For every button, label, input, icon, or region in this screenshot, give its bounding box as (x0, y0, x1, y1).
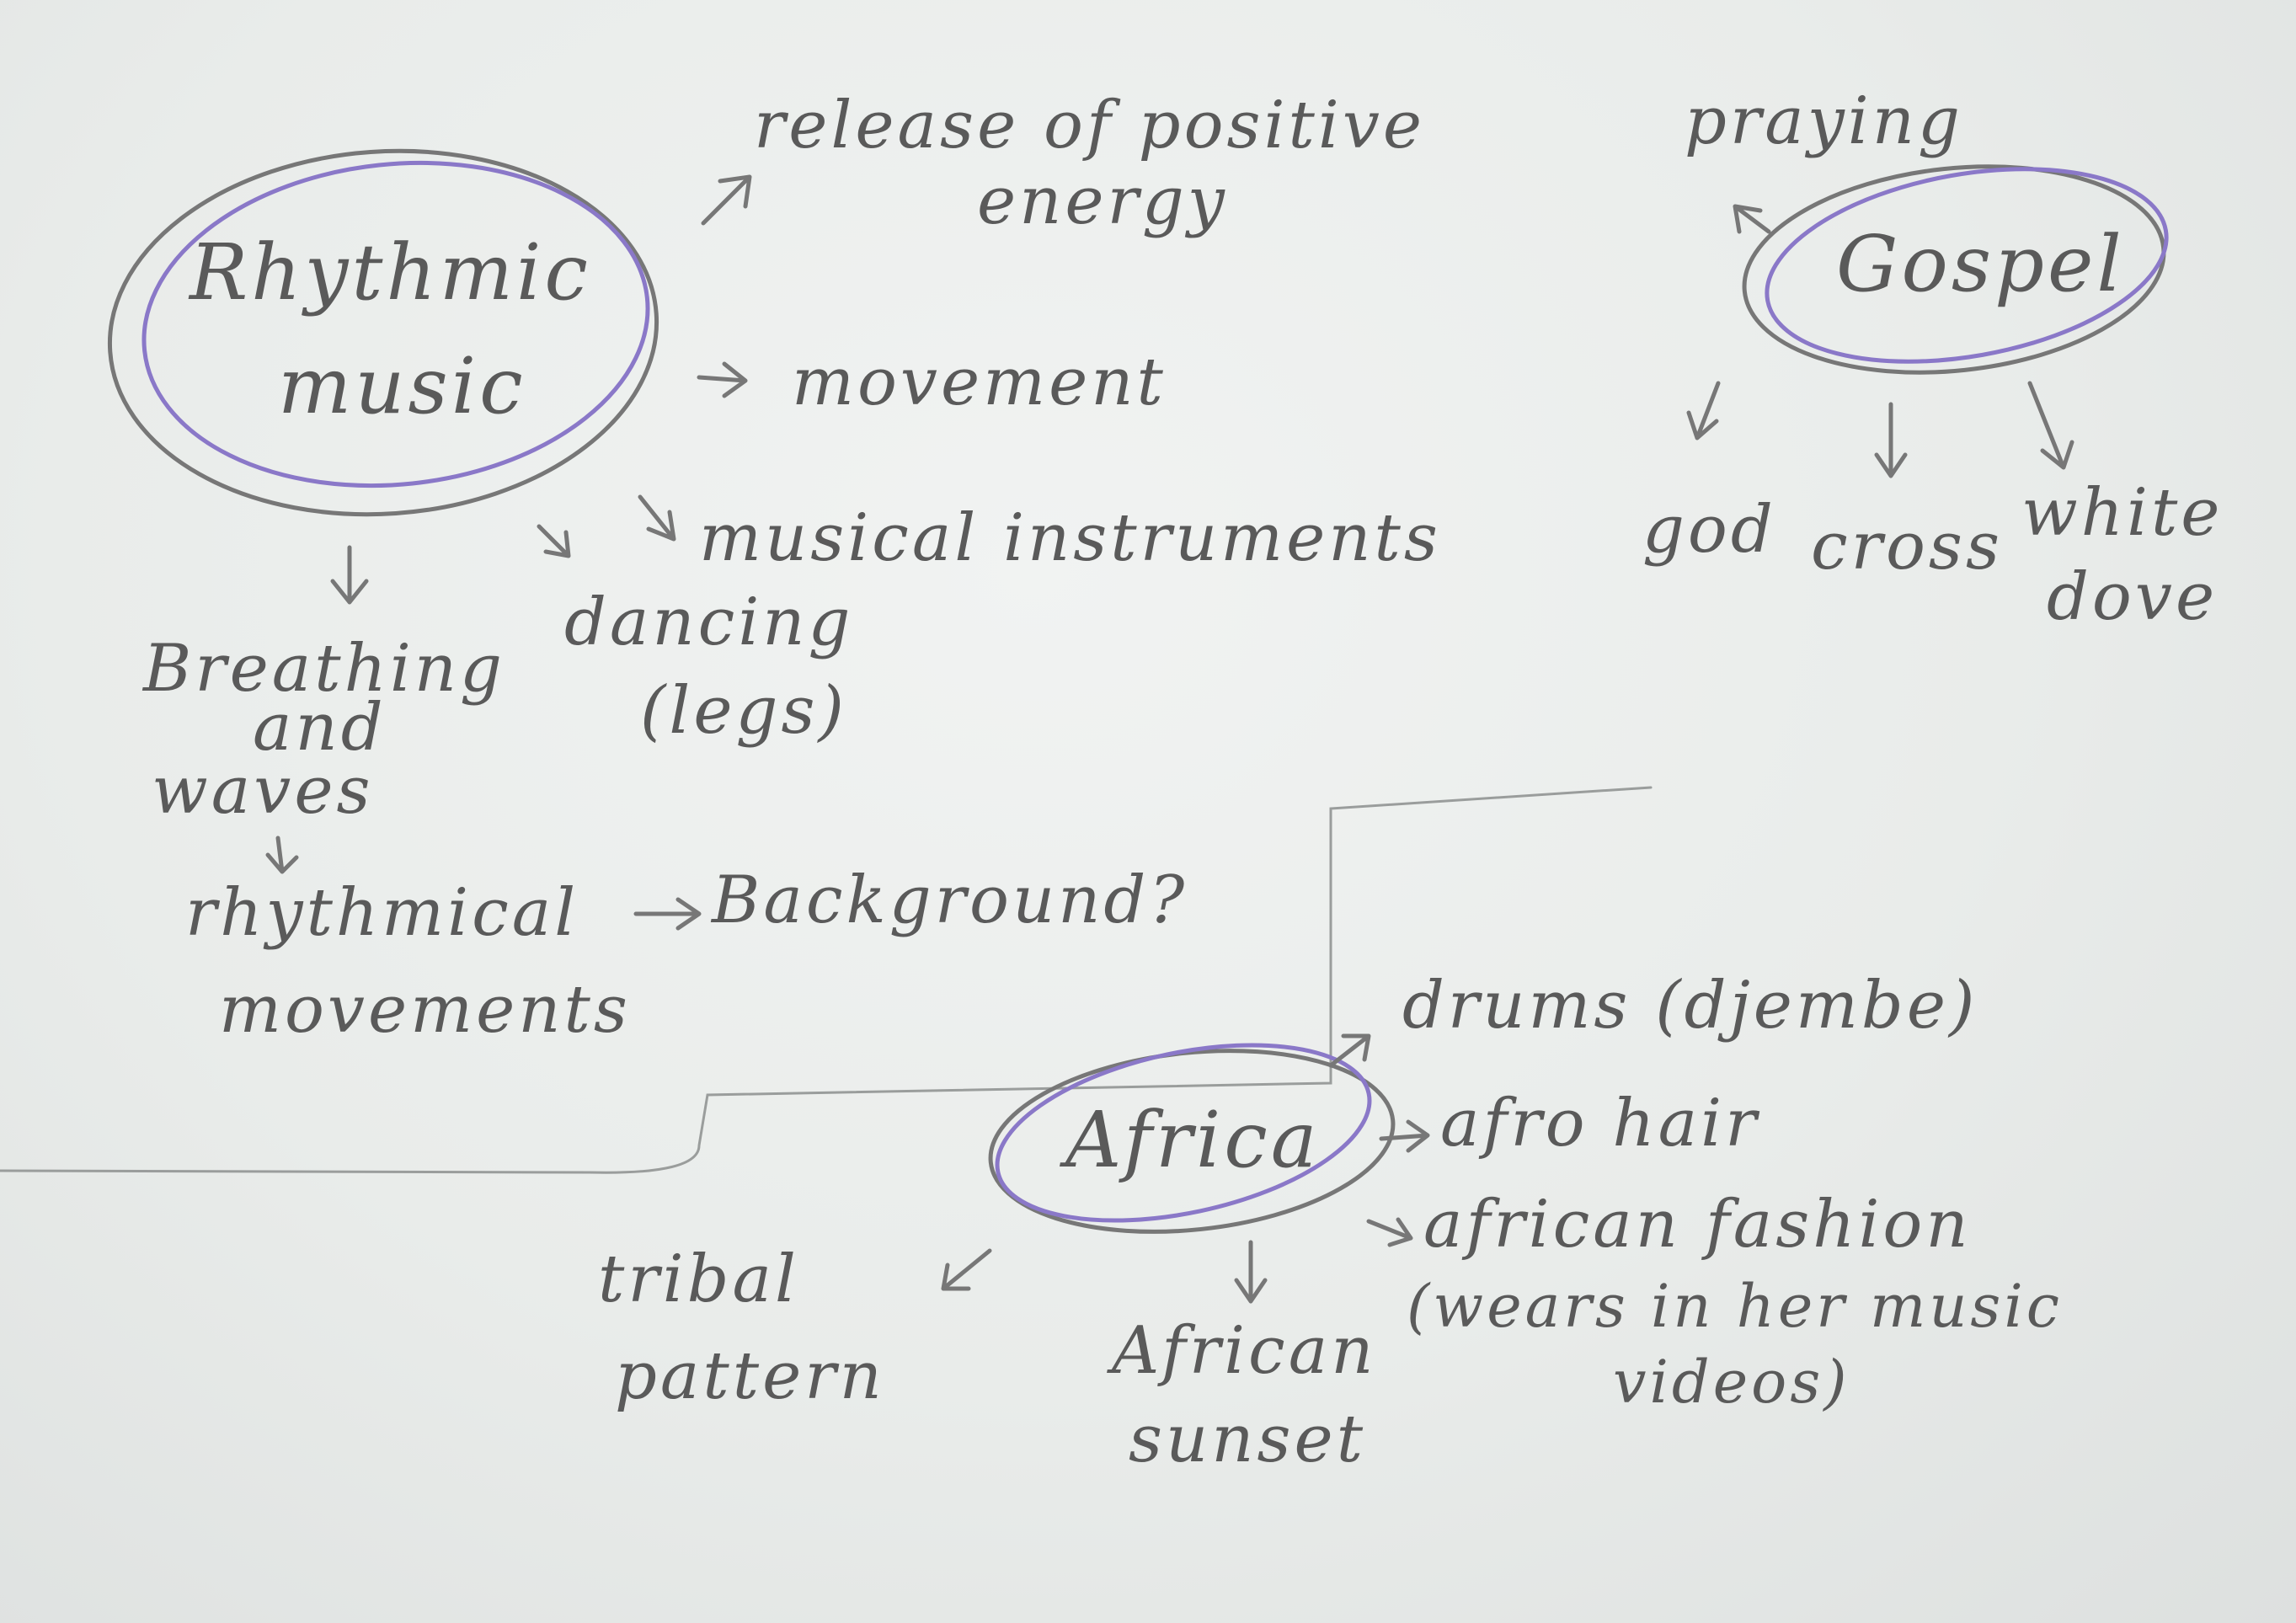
fashion-note-label: (wears in her music (1407, 1272, 2063, 1341)
arrow-to-god (1686, 381, 1721, 440)
pattern-label: pattern (615, 1338, 885, 1414)
rhythmical-label: rhythmical (185, 875, 579, 951)
arrow-to-hair (1379, 1119, 1430, 1153)
arrow-to-tribal (941, 1248, 992, 1291)
arrow-to-background (633, 897, 702, 931)
arrow-to-sunset (1234, 1240, 1268, 1304)
arrow-to-fashion (1366, 1217, 1413, 1247)
africa-circle-violet (995, 1043, 1372, 1223)
rhythmic-music-title-line1: Rhythmic (188, 227, 591, 318)
god-label: god (1642, 492, 1776, 568)
rhythmic-music-circle (107, 148, 659, 517)
african-sunset-label: African (1107, 1313, 1376, 1389)
arrow-to-drums (1328, 1033, 1371, 1068)
gospel-circle-violet (1765, 167, 2169, 364)
energy-label: energy (977, 163, 1228, 239)
movement-label: movement (792, 344, 1167, 420)
arrow-to-dancing (537, 524, 571, 558)
arrow-to-instruments (638, 494, 676, 542)
rhythmic-music-circle-violet (141, 160, 650, 489)
background-label: Background? (710, 862, 1188, 938)
gospel-title: Gospel (1836, 219, 2125, 309)
praying-label: praying (1685, 83, 1963, 159)
rhythmic-music-cluster: Rhythmic music release of positive energ… (107, 88, 1441, 1048)
rhythmic-music-title-line2: music (278, 341, 526, 431)
white-label: white (2021, 475, 2223, 551)
movements-label: movements (219, 972, 631, 1048)
gospel-cluster: Gospel praying god cross white dove (1642, 83, 2223, 635)
africa-cluster: Africa drums (djembe) afro hair african … (598, 968, 2063, 1477)
arrow-to-release (701, 174, 752, 226)
arrow-to-rhythmical (265, 836, 299, 874)
cross-label: cross (1811, 509, 2003, 585)
dove-label: dove (2047, 559, 2218, 635)
drums-label: drums (djembe) (1402, 968, 1978, 1044)
tribal-label: tribal (598, 1241, 799, 1317)
arrow-to-dove (2027, 381, 2074, 470)
musical-instruments-label: musical instruments (699, 500, 1441, 576)
waves-label: waves (152, 753, 374, 829)
release-label: release of positive (754, 88, 1425, 163)
videos-label: videos) (1613, 1348, 1850, 1417)
afro-hair-label: afro hair (1440, 1086, 1760, 1161)
africa-title: Africa (1059, 1095, 1321, 1185)
paper-fold-line (0, 786, 1653, 1174)
arrow-to-movement (697, 361, 748, 398)
breathing-label: Breathing (141, 631, 505, 707)
arrow-to-breathing (330, 545, 369, 605)
sunset-label: sunset (1129, 1401, 1366, 1477)
arrow-to-cross (1874, 402, 1908, 478)
legs-label: (legs) (640, 673, 847, 749)
african-fashion-label: african fashion (1423, 1187, 1972, 1263)
dancing-label: dancing (564, 585, 853, 660)
arrow-to-praying (1733, 204, 1771, 234)
and-label: and (253, 690, 387, 766)
